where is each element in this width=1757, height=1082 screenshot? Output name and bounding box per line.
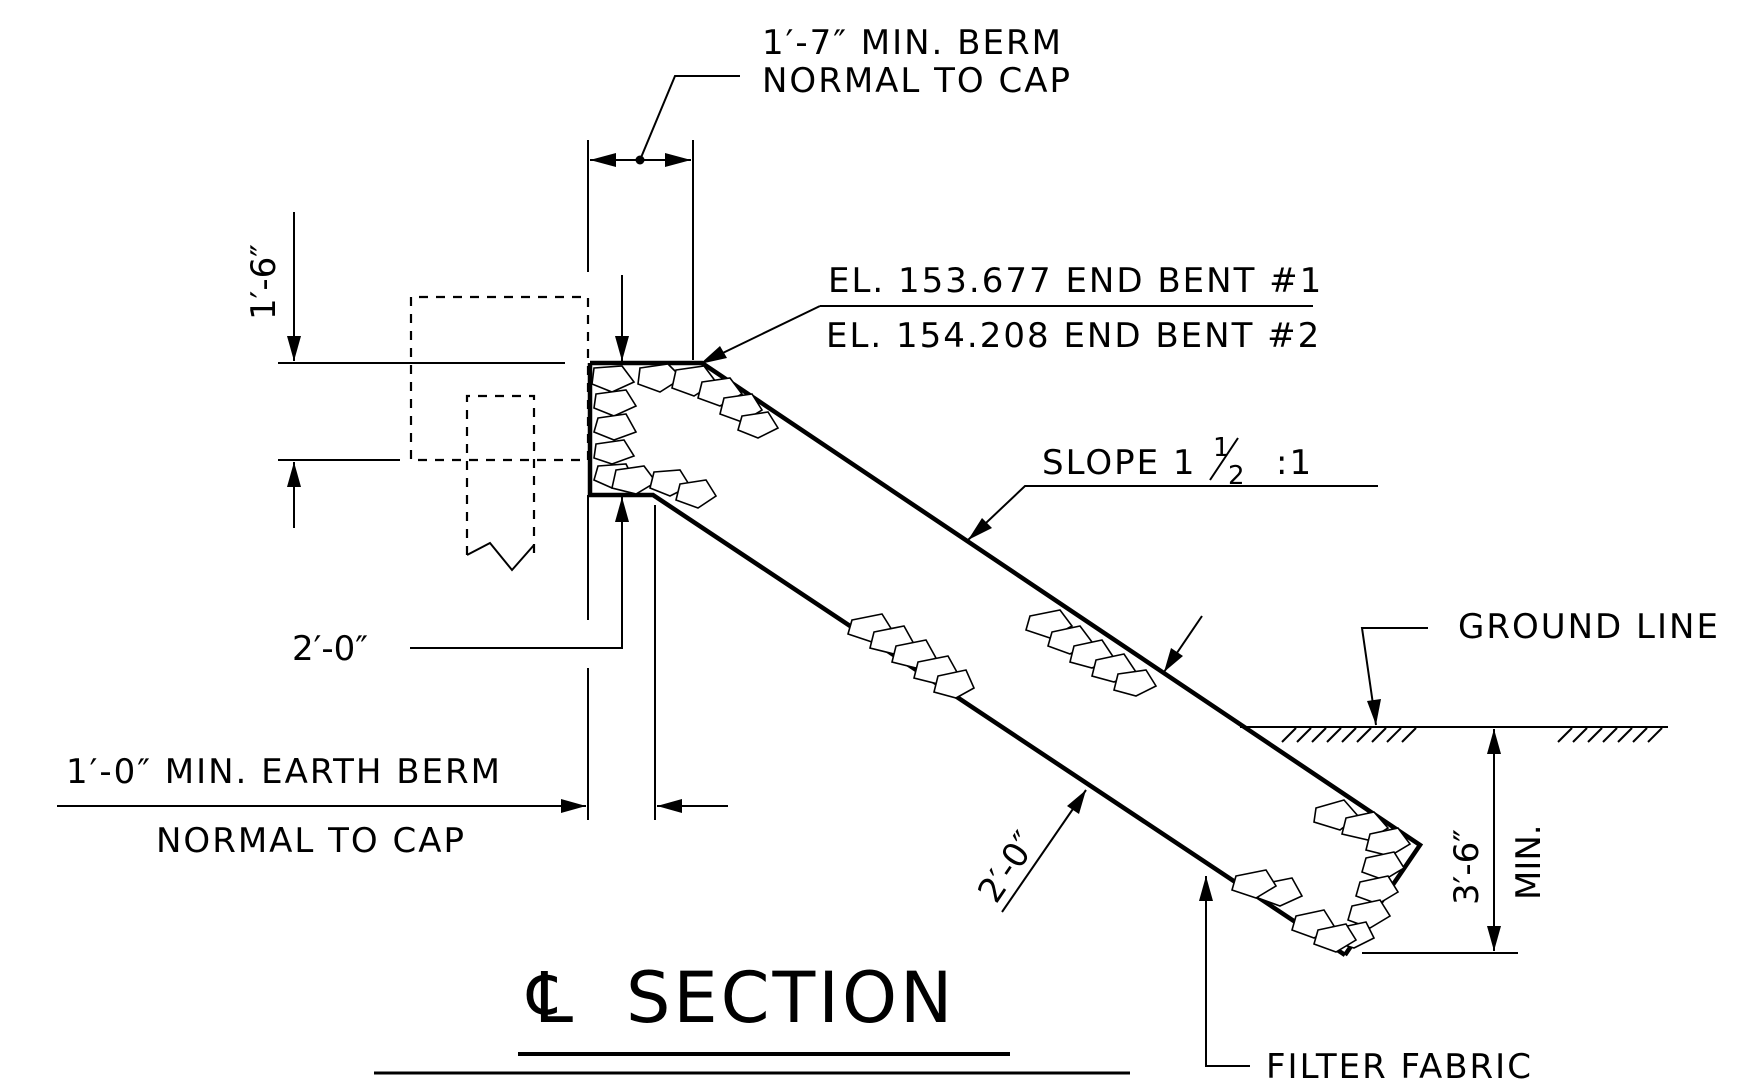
riprap-dim-arrow-down [615, 336, 629, 361]
earth-berm-label-line1: 1′-0″ MIN. EARTH BERM [66, 752, 502, 792]
toe-depth-min-label: MIN. [1509, 824, 1549, 900]
slope-leader-arrow [968, 518, 992, 540]
cap-dim-arrow-up [287, 462, 301, 487]
riprap-dim-leader [410, 497, 623, 649]
cap-outline [409, 295, 590, 462]
slope-fraction-bar [1209, 437, 1239, 481]
slope-leader [967, 485, 1378, 541]
thickness-top-arrowhead [1164, 648, 1183, 672]
riprap-vertical-label: 2′-0″ [292, 629, 368, 669]
elevation-leader-arrow [700, 346, 727, 364]
slope-callout: SLOPE 1 1 2 :1 [967, 433, 1378, 541]
bent-cap-dashed [409, 295, 590, 572]
elevation-end-bent-1: EL. 153.677 END BENT #1 [828, 261, 1323, 301]
earth-berm-arrow-right [561, 799, 586, 813]
cap-height-dimension: 1′-6″ [244, 212, 565, 528]
berm-top-label-line1: 1′-7″ MIN. BERM [762, 23, 1063, 63]
thickness-top-arrow [1163, 615, 1203, 673]
slope-label: SLOPE 1 [1042, 443, 1197, 483]
earth-berm-arrow-left [657, 799, 682, 813]
thickness-bottom-dimension: 2′-0″ [970, 789, 1087, 913]
section-title: ℄ SECTION [374, 957, 1130, 1075]
berm-leader [639, 75, 740, 161]
filter-fabric-callout: FILTER FABRIC [1199, 876, 1533, 1082]
slope-fraction-numerator: 1 [1213, 433, 1230, 463]
ground-line-leader [1360, 627, 1428, 726]
toe-depth-dimension: 3′-6″ MIN. [1362, 729, 1549, 954]
toe-dim-arrow-down [1487, 926, 1501, 951]
stones-toe [1231, 799, 1412, 953]
thickness-bottom-arrowhead [1067, 790, 1086, 814]
ground-hatching-right [1557, 727, 1663, 743]
elevation-callout: EL. 153.677 END BENT #1 EL. 154.208 END … [699, 261, 1323, 365]
slope-ratio: :1 [1276, 443, 1313, 483]
stones-bottom-mid [847, 613, 976, 699]
riprap-dim-arrow-up [615, 497, 629, 522]
earth-berm-label-line2: NORMAL TO CAP [156, 821, 466, 861]
stones-top-edge [637, 363, 780, 439]
riprap-bottom-surface [587, 363, 1347, 957]
ground-line-label: GROUND LINE [1458, 607, 1720, 647]
riprap-stones [591, 363, 1412, 953]
centerline-symbol: ℄ [526, 957, 576, 1039]
slope-fraction-denominator: 2 [1228, 461, 1245, 491]
ground-line-arrow [1367, 699, 1381, 725]
stones-vertical-face [591, 365, 658, 495]
toe-depth-label: 3′-6″ [1447, 829, 1487, 905]
stones-top-mid [1025, 609, 1158, 697]
cap-height-label: 1′-6″ [244, 244, 284, 320]
filter-fabric-label: FILTER FABRIC [1266, 1047, 1533, 1082]
title-text: SECTION [626, 957, 955, 1039]
thickness-bottom-leader [1001, 789, 1087, 913]
riprap-vertical-dimension: 2′-0″ [292, 275, 629, 669]
elevation-end-bent-2: EL. 154.208 END BENT #2 [826, 316, 1321, 356]
top-berm-dimension: 1′-7″ MIN. BERM NORMAL TO CAP [587, 23, 1072, 360]
pile-outline [465, 394, 536, 555]
pile-break-line [466, 541, 535, 572]
berm-arrow-right [665, 153, 691, 167]
berm-arrow-left [590, 153, 616, 167]
filter-fabric-leader [1205, 876, 1250, 1067]
toe-dim-arrow-up [1487, 729, 1501, 754]
ground-hatching-left [1281, 727, 1417, 743]
cap-dim-arrow-down [287, 336, 301, 361]
filter-fabric-arrow [1199, 876, 1213, 901]
ground-line: GROUND LINE [1240, 607, 1720, 743]
riprap-thickness-label: 2′-0″ [970, 825, 1046, 910]
berm-top-label-line2: NORMAL TO CAP [762, 61, 1072, 101]
stones-bottom-corner [649, 469, 718, 509]
earth-berm-dimension: 1′-0″ MIN. EARTH BERM NORMAL TO CAP [57, 505, 728, 861]
